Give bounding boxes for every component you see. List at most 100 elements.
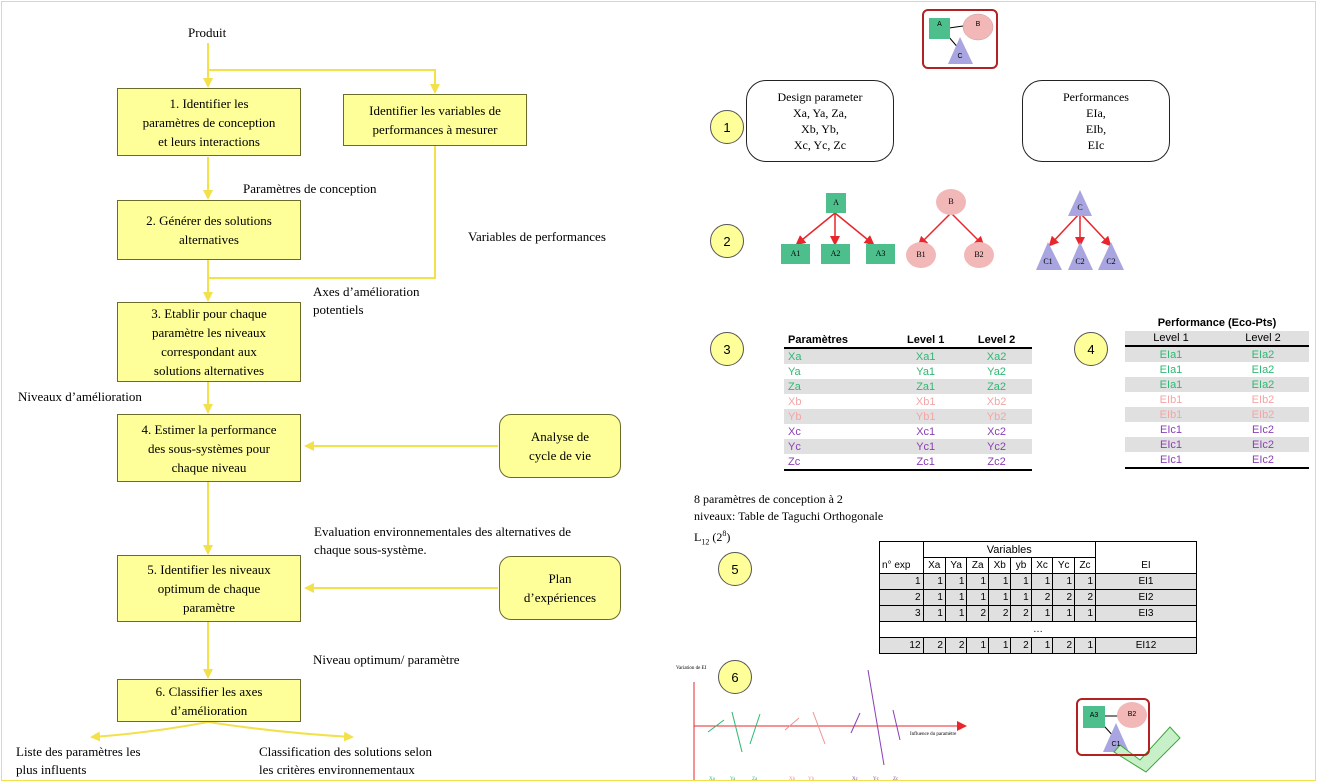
taguchi-header-cell: Za [966,557,990,574]
effects-tick-label: Xb [789,777,796,782]
effects-tick-label: Ya [730,777,736,782]
output-solution-classification: Classification des solutions selon les c… [259,744,432,777]
perf-cell: EIc1 [1125,437,1217,452]
input-product-label: Produit [188,25,227,40]
param-cell: Yb2 [961,409,1032,424]
param-cell: Za1 [890,379,962,394]
taguchi-cell: 2 [1074,589,1096,606]
taguchi-cell: 2 [879,589,924,606]
perf-vars-box: Identifier les variables de performances… [343,94,527,146]
taguchi-header-cell: Xb [988,557,1012,574]
param-cell: Za2 [961,379,1032,394]
perf-row: EIb1 EIb2 [1125,392,1309,407]
label-design-params: Paramètres de conception [243,181,377,196]
taguchi-row: … [879,621,1197,638]
step-marker-2: 2 [710,224,744,258]
perf-cell: EIa2 [1217,346,1309,362]
tree-a-leaf-3: A3 [875,249,886,258]
effects-tick-label: Xa [709,777,715,782]
level1-header: Level 1 [890,333,962,349]
label-performance-vars: Variables de performances [468,229,606,244]
tree-c-leaf-3: C2 [1106,257,1116,266]
design-parameter-box: Design parameter Xa, Ya, Za, Xb, Yb, Xc,… [746,80,894,162]
tree-a-root: A [833,198,839,207]
taguchi-cell: 3 [879,605,924,622]
taguchi-cell: 1 [1074,605,1096,622]
label-improvement-levels: Niveaux d’amélioration [18,389,142,404]
perf-cell: EIc1 [1159,423,1182,436]
output-influential-params: Liste des paramètres les plus influents [16,744,141,777]
param-cell: Xb2 [986,395,1007,408]
step-marker-4: 4 [1074,332,1108,366]
taguchi-cell: EI2 [1095,589,1197,606]
param-cell: Zc1 [890,454,962,471]
taguchi-cell: 1 [988,589,1012,606]
effects-ylabel: Variation de EI [676,666,707,671]
icon-top-a: A [937,21,942,28]
taguchi-cell: 1 [1030,637,1054,654]
taguchi-cell: 2 [966,605,990,622]
taguchi-cell: 2 [1030,589,1054,606]
doe-box: Plan d’expériences [499,556,621,620]
taguchi-header-cell: Yc [1052,557,1076,574]
perf-cell: EIa1 [1159,363,1183,376]
taguchi-cell: 12 [879,637,924,654]
variables-group-header: Variables [922,541,1097,558]
param-cell: Yb1 [890,409,962,424]
taguchi-header-cell: Ya [944,557,968,574]
taguchi-description: 8 paramètres de conception à 2 niveaux: … [694,492,884,523]
step-marker-1: 1 [710,110,744,144]
param-cell: Ya [788,365,801,378]
taguchi-cell: EI12 [1095,637,1197,654]
taguchi-header-cell: yb [1010,557,1032,574]
l12-sub: 12 [701,537,710,547]
perf-cell: EIa2 [1217,377,1309,392]
taguchi-header-cell: EI [1095,557,1197,574]
perf-cell: EIb2 [1217,407,1309,422]
step2-box: 2. Générer des solutions alternatives [117,200,301,260]
param-header: Paramètres [784,333,891,349]
taguchi-cell: 1 [988,573,1012,590]
icon-top-c: C [957,53,963,60]
l12-close: ) [726,530,731,544]
param-cell: Za [784,379,891,394]
param-cell: Xa [784,348,891,364]
taguchi-l12-label: L12 (28) [694,525,730,550]
label-env-evaluation: Evaluation environnementales des alterna… [314,524,572,557]
taguchi-header-cell: Xc [1030,557,1054,574]
step5-box: 5. Identifier les niveaux optimum de cha… [117,555,301,622]
effects-tick-label: Xc [852,777,858,782]
effects-tick-label: Zc [893,777,899,782]
param-cell: Yb [784,409,891,424]
param-cell: Ya1 [916,365,936,378]
icon-bottom-c: C1 [1111,741,1121,748]
perf-cell: EIb1 [1125,407,1217,422]
taguchi-cell: EI1 [1095,573,1197,590]
tree-c-root: C [1077,203,1083,212]
perf-cell: EIa1 [1125,346,1217,362]
step-marker-5: 5 [718,552,752,586]
perf-table-title: Performance (Eco-Pts) [1157,317,1277,329]
param-cell: Xb1 [915,395,936,408]
taguchi-header-cell: n° exp [879,557,924,574]
perf-cell: EIb1 [1159,393,1183,406]
taguchi-cell: 2 [1010,605,1032,622]
taguchi-cell: 1 [944,573,968,590]
taguchi-cell: 2 [1052,589,1076,606]
perf-cell: EIb2 [1251,393,1275,406]
tree-b-leaf-1: B1 [916,250,926,259]
effects-xlabel: Influence du paramètre [910,732,957,737]
taguchi-header-cell: Xa [922,557,946,574]
